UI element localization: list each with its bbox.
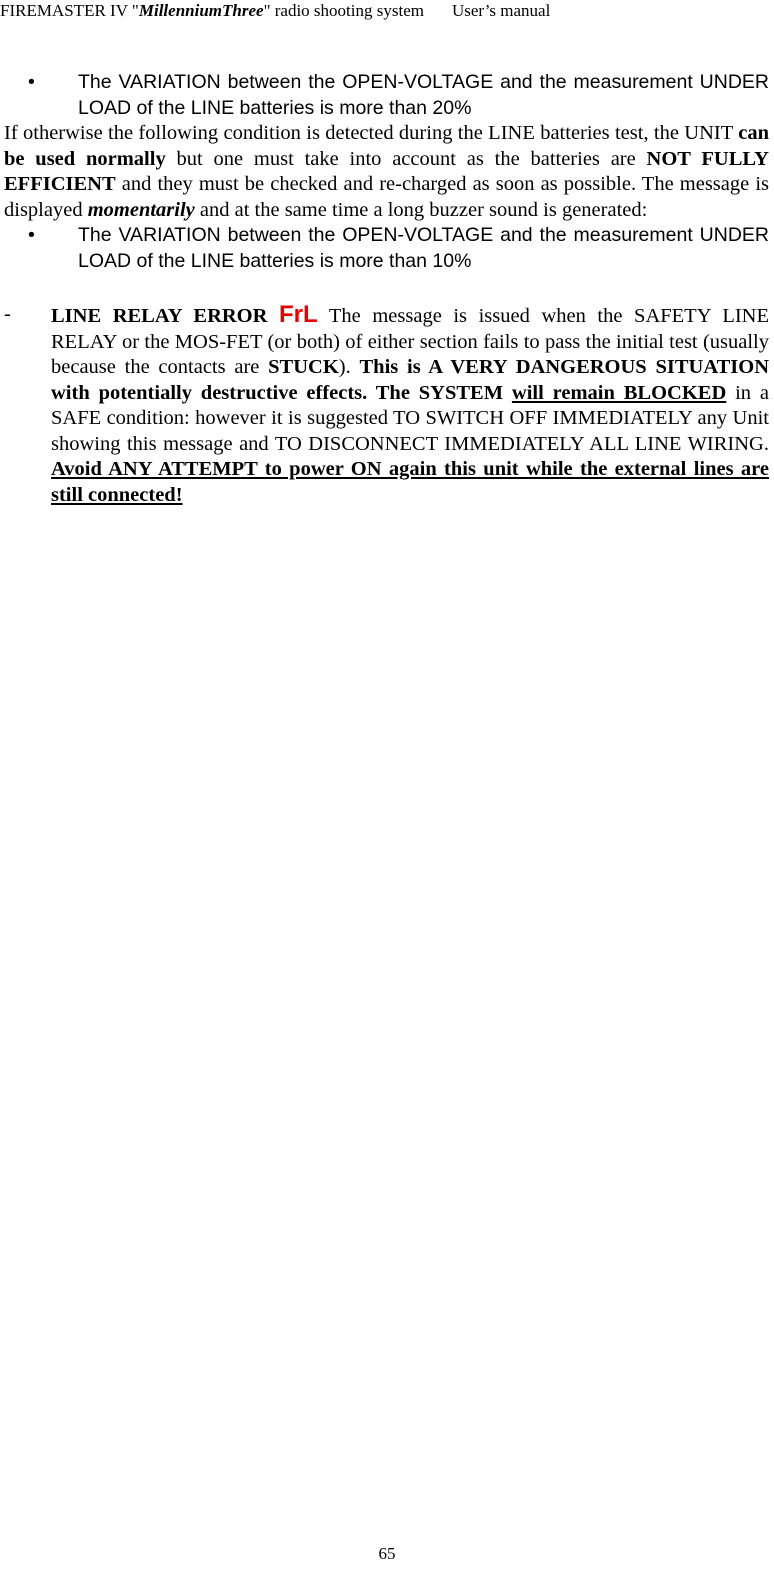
section-text: in a SAFE condition: however it is sugge… xyxy=(51,381,769,455)
paragraph-text: and at the same time a long buzzer sound… xyxy=(194,198,648,221)
emphasis-stuck: STUCK xyxy=(268,356,339,378)
page-header: FIREMASTER IV "MillenniumThree" radio sh… xyxy=(0,0,700,22)
error-code-frl: FrL xyxy=(279,301,318,328)
paragraph-not-fully-efficient: If otherwise the following condition is … xyxy=(4,121,769,223)
header-product: FIREMASTER IV " xyxy=(0,1,139,20)
header-manual: User’s manual xyxy=(451,1,551,20)
dash-icon: - xyxy=(4,303,11,325)
bullet-text: The VARIATION between the OPEN-VOLTAGE a… xyxy=(78,224,769,272)
emphasis-momentarily: momentarily xyxy=(87,198,195,221)
bullet-icon: • xyxy=(28,224,35,246)
header-brand: MillenniumThree xyxy=(138,1,264,20)
paragraph-text: If otherwise the following condition is … xyxy=(4,122,739,144)
section-text: ). xyxy=(338,356,360,378)
line-relay-error-title: LINE RELAY ERROR xyxy=(51,305,268,327)
emphasis-dangerous-situation: This is A VERY DANGEROUS SITUATION with … xyxy=(51,356,770,404)
bullet-item-20-percent: • The VARIATION between the OPEN-VOLTAGE… xyxy=(28,70,769,121)
emphasis-not-fully-efficient: NOT FULLY EFFICIENT xyxy=(4,147,769,196)
bullet-text: The VARIATION between the OPEN-VOLTAGE a… xyxy=(78,71,769,119)
document-body: • The VARIATION between the OPEN-VOLTAGE… xyxy=(4,70,769,508)
bullet-item-10-percent: • The VARIATION between the OPEN-VOLTAGE… xyxy=(28,223,769,274)
paragraph-text: and they must be checked and re-charged … xyxy=(4,173,769,221)
section-text: The message is issued when the SAFETY LI… xyxy=(51,305,769,378)
paragraph-text: but one must take into account as the ba… xyxy=(165,147,647,170)
page-number: 65 xyxy=(378,1544,396,1563)
bullet-icon: • xyxy=(28,71,35,93)
warning-avoid-power-on: Avoid ANY ATTEMPT to power ON again this… xyxy=(51,458,769,506)
emphasis-will-remain-blocked: will remain BLOCKED xyxy=(511,381,727,404)
header-system: " radio shooting system xyxy=(263,1,424,20)
emphasis-can-be-used-normally: can be used normally xyxy=(4,122,769,170)
line-relay-error-section: - LINE RELAY ERROR FrL The message is iss… xyxy=(4,301,770,508)
